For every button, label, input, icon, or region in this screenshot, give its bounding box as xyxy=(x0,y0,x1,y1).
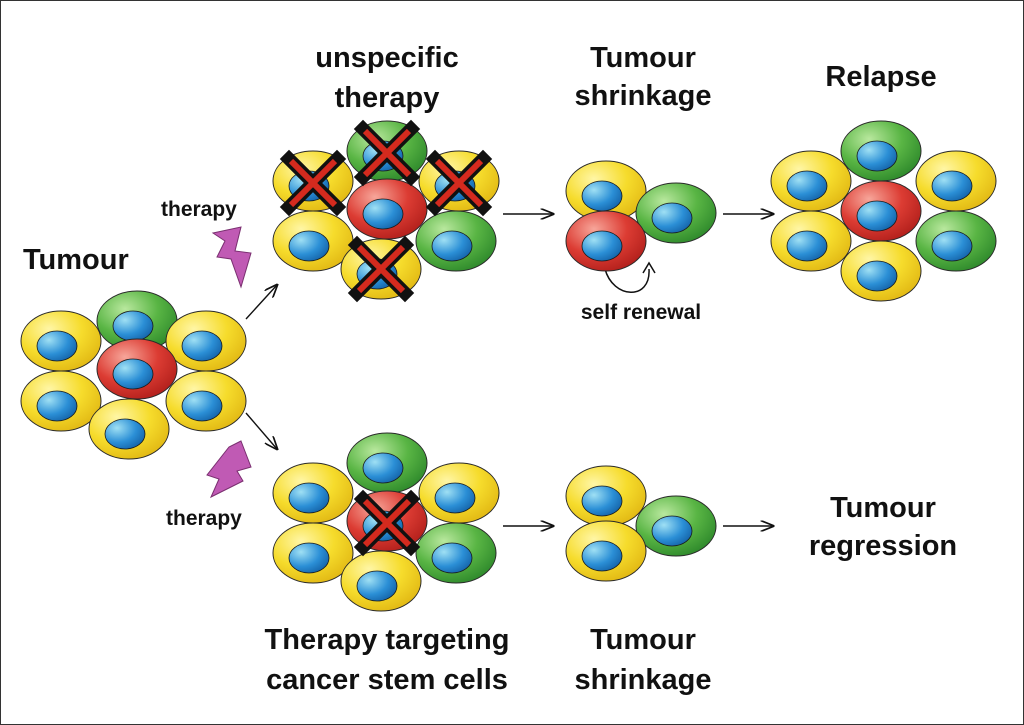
label-targeting-2: cancer stem cells xyxy=(266,664,508,696)
label-relapse: Relapse xyxy=(825,61,936,93)
green-cell xyxy=(96,290,178,352)
nucleus xyxy=(112,310,154,342)
yellow-cell xyxy=(272,462,354,524)
nucleus xyxy=(651,515,693,547)
arrow-icon xyxy=(245,285,277,320)
green-cell xyxy=(635,182,717,244)
nucleus xyxy=(288,542,330,574)
nucleus xyxy=(356,570,398,602)
label-tumour: Tumour xyxy=(23,244,129,276)
nucleus xyxy=(931,230,973,262)
nucleus xyxy=(434,482,476,514)
label-shrink-top-1: Tumour xyxy=(590,42,696,74)
nucleus xyxy=(786,170,828,202)
nucleus xyxy=(581,485,623,517)
yellow-cell xyxy=(272,522,354,584)
label-self-renewal: self renewal xyxy=(581,301,701,324)
cross-mark-icon xyxy=(353,119,421,187)
nucleus xyxy=(931,170,973,202)
yellow-cell xyxy=(88,398,170,460)
nucleus xyxy=(581,540,623,572)
label-regression-2: regression xyxy=(809,530,957,562)
yellow-cell xyxy=(565,520,647,582)
yellow-cell xyxy=(915,150,997,212)
label-shrink-top-2: shrinkage xyxy=(575,80,712,112)
cross-stroke xyxy=(362,498,412,548)
lightning-bolt-icon xyxy=(211,226,252,289)
green-cell xyxy=(415,210,497,272)
green-cell xyxy=(915,210,997,272)
cross-mark-icon xyxy=(347,235,415,303)
red-stem-cell xyxy=(96,338,178,400)
nucleus xyxy=(288,482,330,514)
green-cell xyxy=(346,432,428,494)
nucleus xyxy=(104,418,146,450)
yellow-cell xyxy=(272,210,354,272)
nucleus xyxy=(112,358,154,390)
nucleus xyxy=(581,180,623,212)
yellow-cell xyxy=(165,370,247,432)
cross-layer xyxy=(279,119,493,557)
cross-stroke xyxy=(434,158,484,208)
label-regression-1: Tumour xyxy=(830,492,936,524)
nucleus xyxy=(431,230,473,262)
yellow-cell xyxy=(770,150,852,212)
nucleus xyxy=(362,198,404,230)
nucleus xyxy=(288,230,330,262)
self-renewal-arrowhead-icon xyxy=(642,261,656,274)
label-therapy-bottom: therapy xyxy=(166,507,242,530)
nucleus xyxy=(181,390,223,422)
lightning-bolt-icon xyxy=(206,440,252,499)
label-shrink-bottom-2: shrinkage xyxy=(575,664,712,696)
yellow-cell xyxy=(565,160,647,222)
yellow-cell xyxy=(20,370,102,432)
green-cell xyxy=(415,522,497,584)
nucleus xyxy=(856,200,898,232)
nucleus xyxy=(786,230,828,262)
label-targeting-1: Therapy targeting xyxy=(265,624,510,656)
cross-mark-icon xyxy=(353,489,421,557)
nucleus xyxy=(362,452,404,484)
red-stem-cell xyxy=(840,180,922,242)
label-therapy-top: therapy xyxy=(161,198,237,221)
nucleus xyxy=(651,202,693,234)
nucleus xyxy=(36,330,78,362)
cross-mark-icon xyxy=(279,149,347,217)
yellow-cell xyxy=(565,465,647,527)
nucleus xyxy=(36,390,78,422)
red-stem-cell xyxy=(565,210,647,272)
cross-stroke xyxy=(288,158,338,208)
nucleus xyxy=(856,260,898,292)
nucleus xyxy=(181,330,223,362)
nucleus xyxy=(856,140,898,172)
yellow-cell xyxy=(770,210,852,272)
nucleus xyxy=(581,230,623,262)
yellow-cell xyxy=(20,310,102,372)
self-renewal-loop-icon xyxy=(604,268,650,293)
label-unspecific: unspecific xyxy=(315,42,458,74)
cross-stroke xyxy=(362,128,412,178)
yellow-cell xyxy=(418,462,500,524)
green-cell xyxy=(840,120,922,182)
label-shrink-bottom-1: Tumour xyxy=(590,624,696,656)
cross-mark-icon xyxy=(425,149,493,217)
yellow-cell xyxy=(340,550,422,612)
yellow-cell xyxy=(840,240,922,302)
arrow-icon xyxy=(245,412,277,449)
cross-stroke xyxy=(356,244,406,294)
red-stem-cell xyxy=(346,178,428,240)
yellow-cell xyxy=(165,310,247,372)
nucleus xyxy=(431,542,473,574)
label-unspecific-therapy: therapy xyxy=(335,82,440,114)
green-cell xyxy=(635,495,717,557)
